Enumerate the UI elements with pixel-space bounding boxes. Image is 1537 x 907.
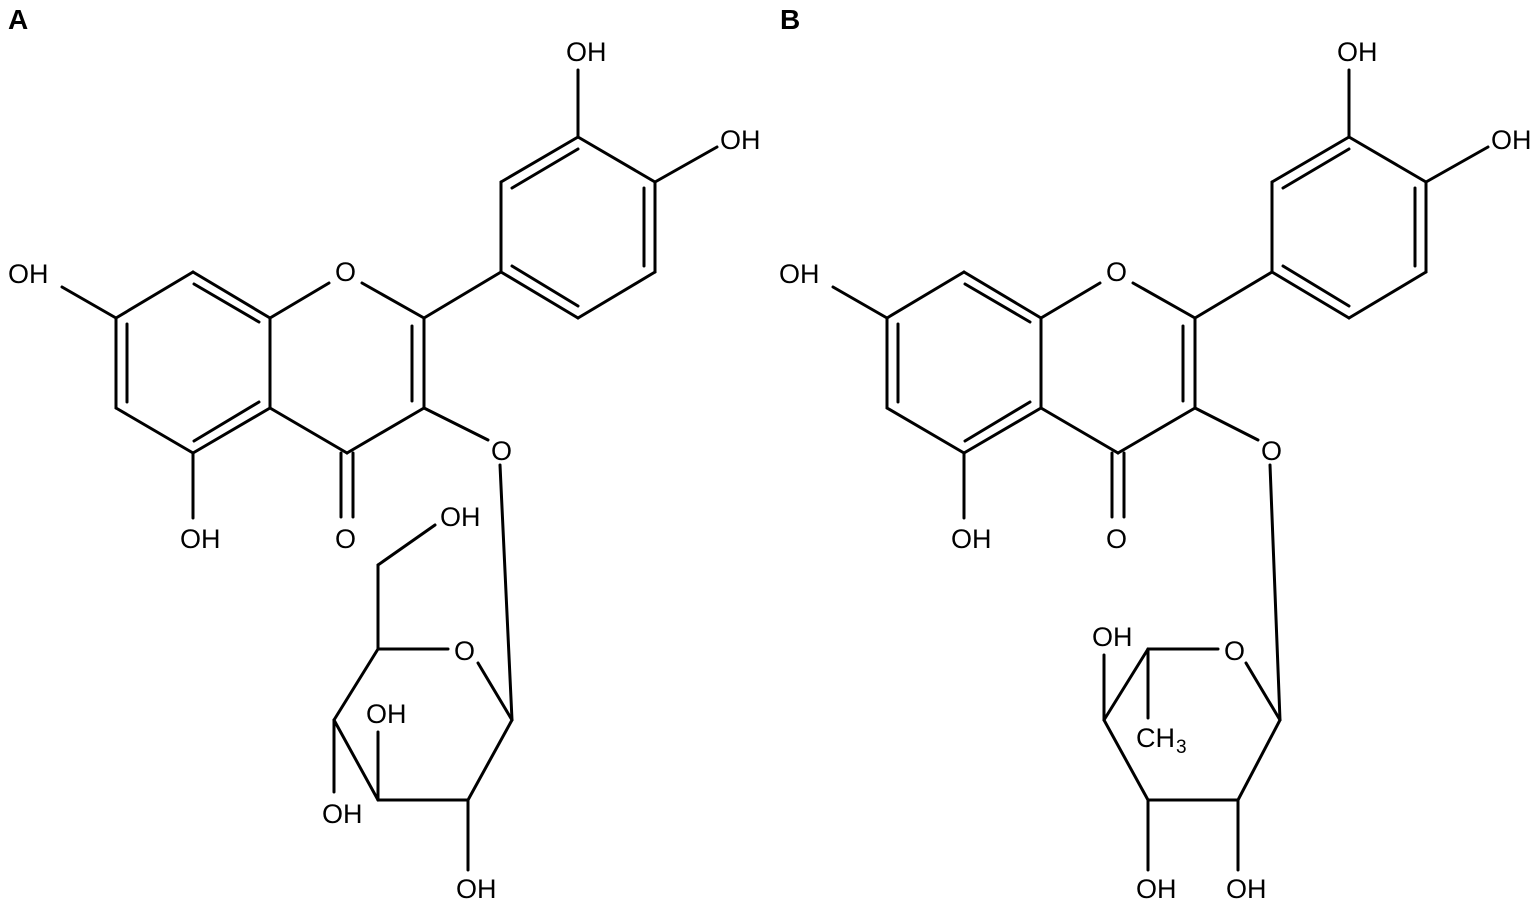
panel-a-sugar-ring-oxygen: O	[454, 636, 475, 666]
panel-a-c-ring	[268, 281, 426, 455]
panel-a-ring-oxygen: O	[335, 257, 356, 287]
panel-b-carbonyl-oxygen: O	[1106, 524, 1127, 554]
panel-b-glycosidic-bond	[1193, 406, 1260, 442]
panel-a-6-hydroxyl: OH	[440, 502, 481, 532]
panel-a-label: A	[8, 4, 28, 35]
panel-a-sugar-4-hydroxyl: OH	[366, 699, 407, 729]
panel-b-7-oh-bond	[831, 285, 889, 320]
panel-b: B	[779, 4, 1532, 904]
panel-b-7-hydroxyl: OH	[779, 259, 820, 289]
panel-b-4p-hydroxyl: OH	[1491, 125, 1532, 155]
panel-a-a-ring	[114, 270, 272, 455]
panel-b-b-ring	[1193, 135, 1428, 320]
panel-b-sugar-2-hydroxyl: OH	[1226, 874, 1267, 904]
panel-b-sugar-ring	[1102, 647, 1282, 872]
panel-b-sugar-3-hydroxyl: OH	[1136, 874, 1177, 904]
panel-a-sugar-3-hydroxyl: OH	[322, 799, 363, 829]
panel-a-b-ring	[422, 135, 657, 320]
panel-a-5-hydroxyl: OH	[180, 524, 221, 554]
panel-a-7-hydroxyl: OH	[8, 259, 49, 289]
panel-b-a-ring	[885, 270, 1043, 455]
panel-a: A	[8, 4, 761, 904]
panel-a-4p-hydroxyl: OH	[720, 125, 761, 155]
panel-a-sugar-2-hydroxyl: OH	[456, 874, 497, 904]
panel-b-methyl-group: CH	[1136, 723, 1175, 753]
panel-b-5-hydroxyl: OH	[951, 524, 992, 554]
panel-b-label: B	[780, 4, 800, 35]
panel-a-carbonyl-oxygen: O	[335, 524, 356, 554]
panel-b-ring-oxygen: O	[1106, 257, 1127, 287]
panel-b-3p-hydroxyl: OH	[1337, 37, 1378, 67]
panel-b-sugar-4-hydroxyl: OH	[1092, 622, 1133, 652]
panel-a-3p-hydroxyl: OH	[566, 37, 607, 67]
panel-a-glycosidic-oxygen: O	[491, 436, 512, 466]
panel-b-4p-oh-bond	[1424, 145, 1490, 184]
panel-a-7-oh-bond	[60, 285, 118, 320]
panel-b-methyl-subscript: 3	[1176, 737, 1187, 758]
panel-a-sugar-ring	[332, 523, 514, 872]
panel-a-glycosidic-bond	[422, 406, 490, 442]
panel-b-sugar-ring-oxygen: O	[1224, 636, 1245, 666]
panel-b-glycosidic-oxygen: O	[1261, 436, 1282, 466]
panel-a-4p-oh-bond	[653, 145, 719, 184]
panel-b-c-ring	[1039, 281, 1197, 455]
